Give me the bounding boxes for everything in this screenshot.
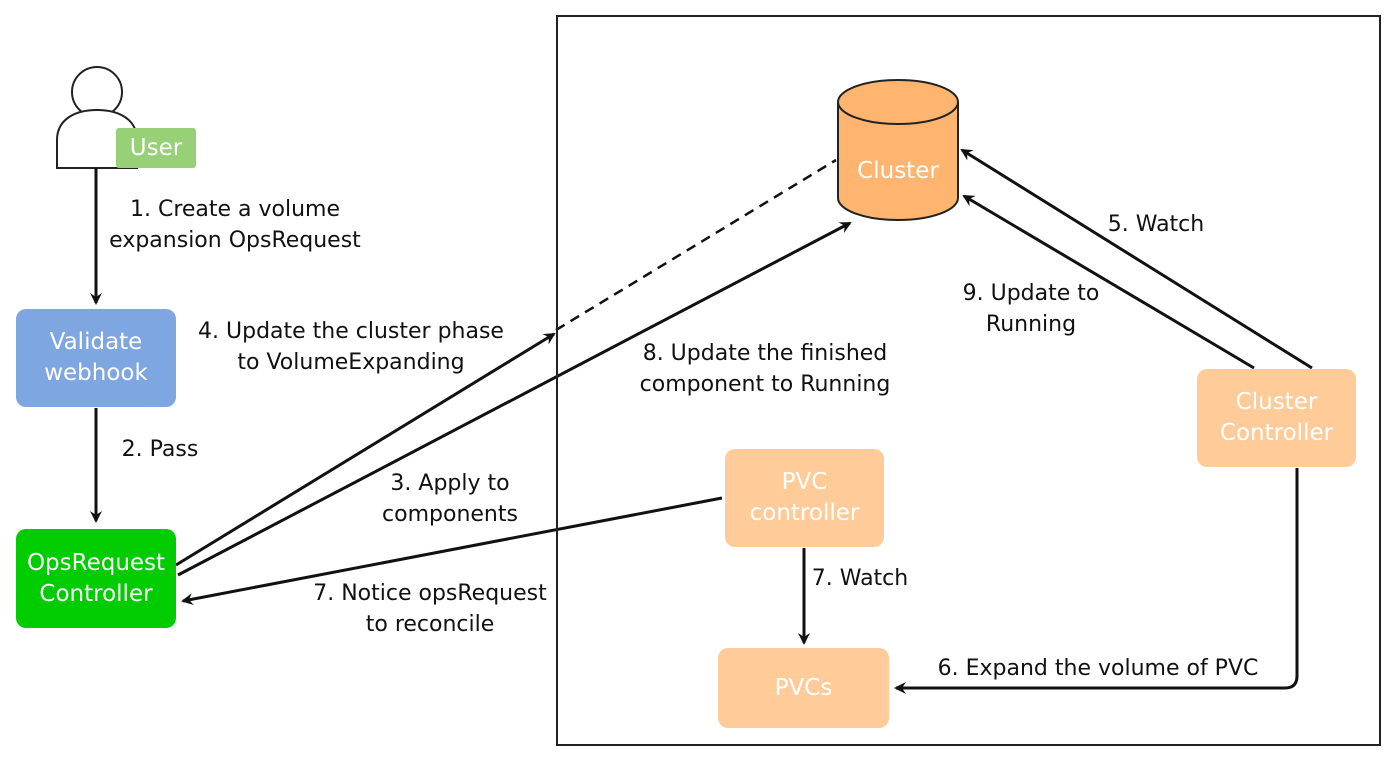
validate-webhook-node: Validate webhook [16,309,176,407]
label-create-opsrequest: 1. Create a volume expansion OpsRequest [109,197,361,253]
edge-update-phase [175,332,556,567]
edge-notice-opsrequest [181,496,723,606]
user-label: User [116,128,196,168]
label-watch-pvcs: 7. Watch [811,566,909,591]
cluster-cylinder [837,79,959,221]
pvcs-text: PVCs [774,674,833,701]
opsrequest-controller-node: OpsRequest Controller [16,529,176,628]
kubernetes-boundary [556,15,1381,746]
label-apply-components: 3. Apply to components [382,471,518,527]
edge-watch-cluster [960,148,1313,370]
opsrequest-controller-text: OpsRequest Controller [26,549,166,607]
edge-update-running [962,194,1255,370]
edge-expand-volume [894,468,1299,694]
validate-webhook-text: Validate webhook [44,329,148,386]
label-pass: 2. Pass [121,437,199,462]
cluster-controller-node: Cluster Controller [1197,369,1356,467]
label-watch-cluster: 5. Watch [1107,212,1205,237]
cluster-node: Cluster [838,140,958,202]
label-update-running: 9. Update to Running [962,281,1100,337]
edge-update-phase-dashed [555,158,837,332]
label-update-phase: 4. Update the cluster phase to VolumeExp… [198,319,504,375]
pvc-controller-node: PVC controller [725,449,884,547]
cluster-controller-text: Cluster Controller [1219,389,1334,446]
label-notice-opsrequest: 7. Notice opsRequest to reconcile [313,581,547,637]
label-update-finished: 8. Update the finished component to Runn… [639,341,891,397]
pvc-controller-text: PVC controller [749,469,860,526]
pvcs-node: PVCs [718,648,889,728]
label-expand-volume: 6. Expand the volume of PVC [937,656,1259,681]
edge-update-finished [177,221,852,577]
cluster-text: Cluster [857,157,939,184]
